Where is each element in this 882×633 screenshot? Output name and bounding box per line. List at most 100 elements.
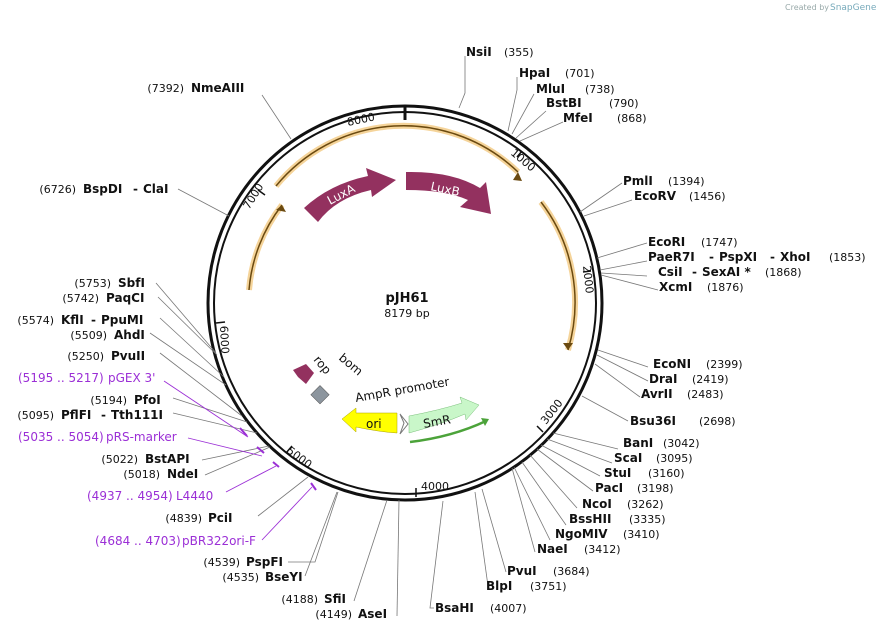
site-ndei[interactable]: (5018)NdeI — [123, 467, 198, 481]
svg-text:-: - — [101, 408, 106, 422]
svg-text:(5035 .. 5054): (5035 .. 5054) — [18, 430, 104, 444]
feature-promoter-marker — [399, 413, 409, 435]
svg-text:SbfI: SbfI — [118, 276, 145, 290]
site-bsshii[interactable]: BssHII(3335) — [569, 512, 666, 526]
svg-text:(2419): (2419) — [692, 373, 729, 386]
primer-pbr322ori-f[interactable]: (4684 .. 4703)pBR322ori-F — [95, 534, 256, 548]
credit-prefix: Created by — [785, 3, 829, 12]
svg-text:(3198): (3198) — [637, 482, 674, 495]
site-paqci[interactable]: (5742)PaqCI — [62, 291, 144, 305]
svg-text:SfiI: SfiI — [324, 592, 346, 606]
svg-text:(5753): (5753) — [74, 277, 111, 290]
svg-text:PspXI: PspXI — [719, 250, 757, 264]
orf-arrowhead-2 — [563, 343, 573, 350]
site-blpi[interactable]: BlpI(3751) — [486, 579, 567, 593]
svg-text:EcoNI: EcoNI — [653, 357, 691, 371]
primer-pgex3[interactable]: (5195 .. 5217)pGEX 3' — [18, 371, 155, 385]
svg-text:(1394): (1394) — [668, 175, 705, 188]
site-mfei[interactable]: MfeI(868) — [563, 111, 647, 125]
site-bspdi[interactable]: (6726)BspDI-ClaI — [39, 182, 168, 196]
site-stui[interactable]: StuI(3160) — [604, 466, 685, 480]
svg-text:(3262): (3262) — [627, 498, 664, 511]
site-asei[interactable]: (4149)AseI — [315, 607, 387, 621]
site-kfli[interactable]: (5574)KflI-PpuMI — [17, 313, 143, 327]
site-ecorv[interactable]: EcoRV(1456) — [634, 189, 726, 203]
site-paci[interactable]: PacI(3198) — [595, 481, 674, 495]
tick-label-5000: 5000 — [284, 444, 314, 471]
site-bsu36i[interactable]: Bsu36I(2698) — [630, 414, 736, 428]
svg-text:StuI: StuI — [604, 466, 631, 480]
svg-text:(790): (790) — [609, 97, 639, 110]
feature-ampr-promoter-label: AmpR promoter — [354, 375, 450, 405]
site-csii[interactable]: CsiI-SexAI *(1868) — [658, 265, 802, 279]
primer-prs-marker[interactable]: (5035 .. 5054)pRS-marker — [18, 430, 177, 444]
primer-l4440[interactable]: (4937 .. 4954)L4440 — [87, 489, 213, 503]
site-econi[interactable]: EcoNI (2399) — [653, 357, 743, 371]
svg-text:(4535): (4535) — [222, 571, 259, 584]
svg-text:(4188): (4188) — [281, 593, 318, 606]
svg-text:XcmI: XcmI — [659, 280, 692, 294]
site-bseyi[interactable]: (4535) BseYI — [222, 570, 302, 584]
site-bstbi[interactable]: BstBI (790) — [546, 96, 639, 110]
site-ahdi[interactable]: (5509)AhdI — [70, 328, 144, 342]
site-avrii[interactable]: AvrII(2483) — [641, 387, 724, 401]
site-scai[interactable]: ScaI(3095) — [614, 451, 693, 465]
tick-label-4000: 4000 — [421, 480, 449, 493]
credit-brand[interactable]: SnapGene — [830, 3, 877, 13]
feature-smr[interactable] — [408, 396, 480, 434]
svg-text:NmeAIII: NmeAIII — [191, 81, 244, 95]
site-bani[interactable]: BanI(3042) — [623, 436, 700, 450]
site-bstapi[interactable]: (5022)BstAPI — [101, 452, 189, 466]
site-nmeaiii[interactable]: (7392)NmeAIII — [147, 81, 244, 95]
site-sfii[interactable]: (4188) SfiI — [281, 592, 346, 606]
svg-text:(5742): (5742) — [62, 292, 99, 305]
site-pmli[interactable]: PmlI(1394) — [623, 174, 705, 188]
svg-text:PfoI: PfoI — [134, 393, 161, 407]
site-pvui[interactable]: PvuI(3684) — [507, 564, 590, 578]
site-pvuii[interactable]: (5250)PvuII — [67, 349, 145, 363]
site-ngomiv[interactable]: NgoMIV(3410) — [555, 527, 660, 541]
site-pfoi[interactable]: (5194)PfoI — [90, 393, 160, 407]
feature-luxa[interactable] — [304, 168, 396, 222]
svg-text:(4539): (4539) — [203, 556, 240, 569]
site-pspfi[interactable]: (4539) PspFI — [203, 555, 283, 569]
svg-text:(2698): (2698) — [699, 415, 736, 428]
svg-text:pBR322ori-F: pBR322ori-F — [182, 534, 256, 548]
svg-text:BstBI: BstBI — [546, 96, 582, 110]
svg-text:(3335): (3335) — [629, 513, 666, 526]
feature-luxb[interactable] — [406, 171, 491, 214]
svg-text:L4440: L4440 — [176, 489, 213, 503]
feature-smr-label: SmR — [422, 412, 452, 431]
site-hpai[interactable]: HpaI(701) — [519, 66, 595, 80]
site-paer7i[interactable]: PaeR7I-PspXI-XhoI(1853) — [648, 250, 866, 264]
site-sbfi[interactable]: (5753) SbfI — [74, 276, 145, 290]
svg-text:BseYI: BseYI — [265, 570, 303, 584]
site-bsahi[interactable]: BsaHI(4007) — [435, 601, 527, 615]
site-xcmi[interactable]: XcmI(1876) — [659, 280, 744, 294]
feature-bom[interactable] — [310, 385, 330, 405]
svg-text:(2399): (2399) — [706, 358, 743, 371]
site-naei[interactable]: NaeI(3412) — [537, 542, 621, 556]
svg-text:NgoMIV: NgoMIV — [555, 527, 608, 541]
svg-text:(4937 .. 4954): (4937 .. 4954) — [87, 489, 173, 503]
site-pflfi[interactable]: (5095)PflFI-Tth111I — [17, 408, 163, 422]
svg-text:BstAPI: BstAPI — [145, 452, 190, 466]
tick-label-8000: 8000 — [346, 110, 376, 129]
site-pcii[interactable]: (4839)PciI — [165, 511, 232, 525]
svg-text:NaeI: NaeI — [537, 542, 568, 556]
site-ncoi[interactable]: NcoI(3262) — [582, 497, 664, 511]
site-nsii[interactable]: NsiI(355) — [466, 45, 534, 59]
svg-text:-: - — [692, 265, 697, 279]
svg-text:CsiI: CsiI — [658, 265, 683, 279]
orf-arcs — [246, 122, 578, 351]
site-mlui[interactable]: MluI(738) — [536, 82, 615, 96]
tick-label-6000: 6000 — [217, 325, 231, 354]
svg-text:(355): (355) — [504, 46, 534, 59]
site-ecori[interactable]: EcoRI(1747) — [648, 235, 738, 249]
svg-text:BsaHI: BsaHI — [435, 601, 474, 615]
feature-ori[interactable] — [341, 407, 398, 434]
svg-text:PspFI: PspFI — [246, 555, 283, 569]
site-drai[interactable]: DraI(2419) — [649, 372, 729, 386]
feature-rop[interactable] — [293, 364, 314, 384]
svg-text:(701): (701) — [565, 67, 595, 80]
